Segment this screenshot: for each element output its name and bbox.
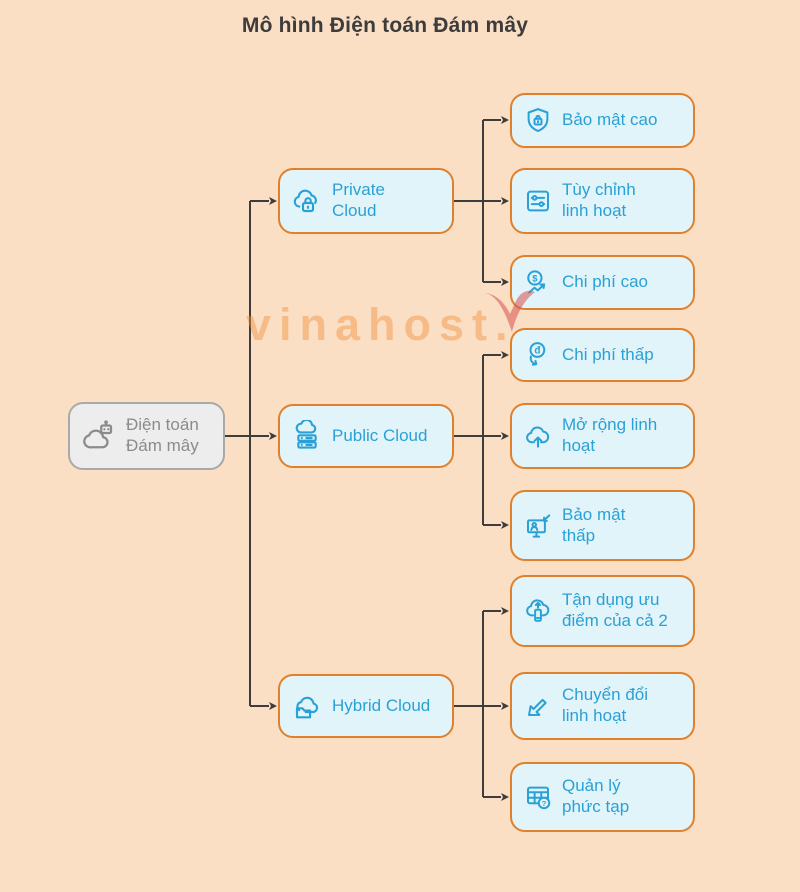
- cloud-bot-icon: [83, 420, 113, 449]
- cloud-up-arrow-icon: [526, 426, 550, 448]
- leaf-quan-ly-phuc-tap: ? Quản lý phức tạp: [510, 762, 695, 832]
- cloud-lock-icon: [293, 189, 317, 213]
- leaf-label: Chi phí cao: [562, 272, 648, 292]
- svg-text:đ: đ: [534, 346, 541, 357]
- root-node-dien-toan-dam-may: Điện toán Đám mây: [68, 402, 225, 470]
- leaf-label: Bảo mật cao: [562, 110, 658, 130]
- leaf-label: Tận dụng ưu điểm của cả 2: [562, 590, 668, 630]
- leaf-label: Mở rộng linh hoạt: [562, 415, 658, 455]
- leaf-label: Quản lý phức tạp: [562, 776, 630, 816]
- branch-private-cloud: Private Cloud: [278, 168, 454, 234]
- branch-label: Hybrid Cloud: [332, 695, 431, 715]
- svg-text:?: ?: [542, 799, 547, 808]
- leaf-tan-dung-uu-diem: Tận dụng ưu điểm của cả 2: [510, 575, 695, 647]
- page-title: Mô hình Điện toán Đám mây: [241, 14, 529, 37]
- leaf-bao-mat-cao: Bảo mật cao: [510, 93, 695, 148]
- branch-label: Public Cloud: [332, 425, 428, 445]
- leaf-chi-phi-cao: $ Chi phí cao: [510, 255, 695, 310]
- leaf-bao-mat-thap: Bảo mật thấp: [510, 490, 695, 561]
- root-node-label: Điện toán Đám mây: [126, 415, 199, 455]
- leaf-label: Chuyển đổi linh hoạt: [562, 685, 649, 725]
- leaf-label: Tùy chỉnh linh hoạt: [562, 180, 636, 220]
- leaf-mo-rong-linh-hoat: Mở rộng linh hoạt: [510, 403, 695, 469]
- leaf-chuyen-doi-linh-hoat: Chuyển đổi linh hoạt: [510, 672, 695, 740]
- branch-public-cloud: Public Cloud: [278, 404, 454, 468]
- table-question-icon: ?: [527, 786, 551, 810]
- sliders-panel-icon: [527, 190, 549, 212]
- coin-falling-arrow-icon: đ: [529, 342, 546, 366]
- monitor-breach-icon: [527, 513, 551, 538]
- svg-text:$: $: [532, 273, 538, 283]
- coin-rising-arrow-icon: $: [527, 269, 546, 293]
- shield-lock-icon: [527, 107, 549, 132]
- cloud-folder-icon: [295, 696, 319, 719]
- leaf-tuy-chinh-linh-hoat: Tùy chỉnh linh hoạt: [510, 168, 695, 234]
- cloud-server-icon: [295, 420, 317, 449]
- diagonal-transfer-arrow-icon: [528, 698, 547, 716]
- branch-hybrid-cloud: Hybrid Cloud: [278, 674, 454, 738]
- branch-label: Private Cloud: [332, 180, 385, 220]
- leaf-label: Chi phí thấp: [562, 344, 654, 364]
- leaf-label: Bảo mật thấp: [562, 504, 626, 545]
- leaf-chi-phi-thap: đ Chi phí thấp: [510, 328, 695, 382]
- cloud-phone-upload-icon: [526, 599, 550, 622]
